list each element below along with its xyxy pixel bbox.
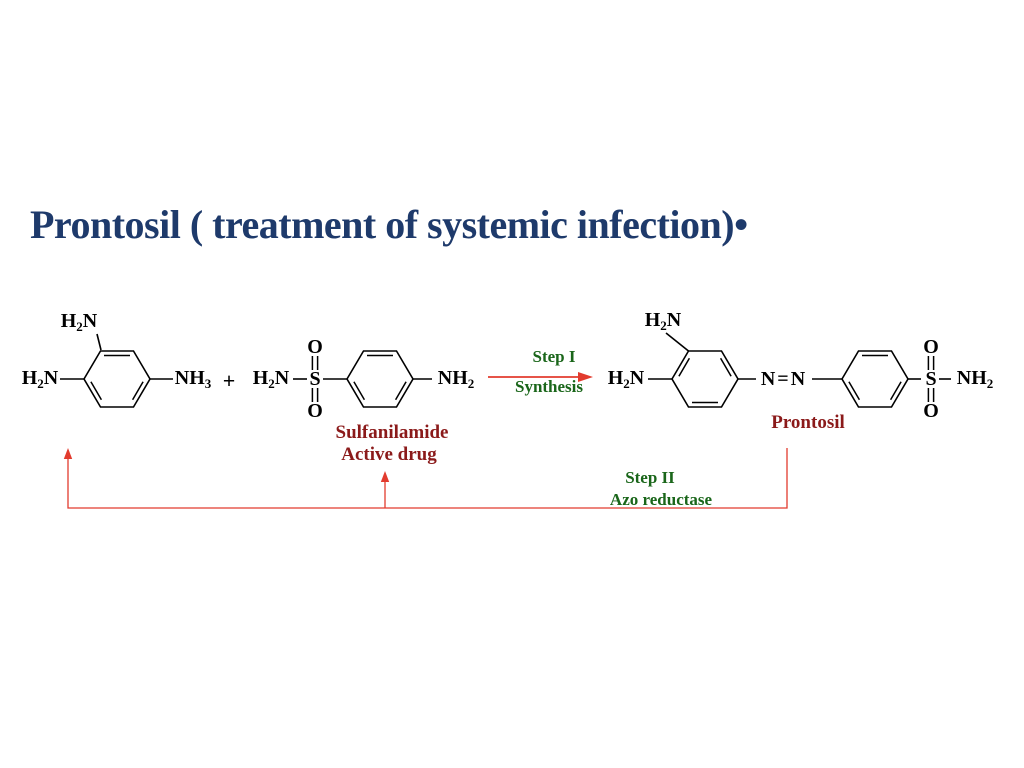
step1-arrow-icon <box>488 372 593 382</box>
sulfanilamide-amine-left-label: H2N <box>252 367 290 391</box>
prontosil-amine-right-label: NH2 <box>956 367 994 391</box>
active-drug-label: Active drug <box>341 444 437 465</box>
prontosil-name-label: Prontosil <box>771 412 845 433</box>
reactant-amine-top-label: H2N <box>60 310 98 334</box>
benzene-ring-sulfanilamide <box>293 350 432 408</box>
step1-label: Step I <box>532 347 576 366</box>
sulfanilamide-oxygen-top-label: O <box>307 336 323 358</box>
step1-synthesis-label: Synthesis <box>514 377 584 396</box>
prontosil-oxygen-bottom-label: O <box>923 400 939 422</box>
sulfanilamide-amine-right-label: NH2 <box>437 367 475 391</box>
step2-feedback-arrow-icon <box>63 448 788 509</box>
prontosil-sulfur-label: S <box>925 368 937 390</box>
step2-azo-reductase-label: Azo reductase <box>609 490 713 509</box>
sulfanilamide-name-label: Sulfanilamide <box>335 422 449 443</box>
step2-label: Step II <box>625 468 675 487</box>
plus-sign: + <box>222 368 236 393</box>
sulfanilamide-sulfur-label: S <box>309 368 321 390</box>
reactant-amine-left-label: H2N <box>21 367 59 391</box>
reactant-amine-right-label: NH3 <box>174 367 212 391</box>
azo-group-label: N=N <box>760 368 808 390</box>
sulfanilamide-oxygen-bottom-label: O <box>307 400 323 422</box>
slide-title: Prontosil ( treatment of systemic infect… <box>30 202 748 247</box>
benzene-ring-reactant <box>60 333 173 408</box>
prontosil-oxygen-top-label: O <box>923 336 939 358</box>
benzene-ring-prontosil-left <box>648 332 756 408</box>
benzene-ring-prontosil-right <box>812 350 951 408</box>
prontosil-amine-left-label: H2N <box>607 367 645 391</box>
prontosil-amine-top-label: H2N <box>644 309 682 333</box>
